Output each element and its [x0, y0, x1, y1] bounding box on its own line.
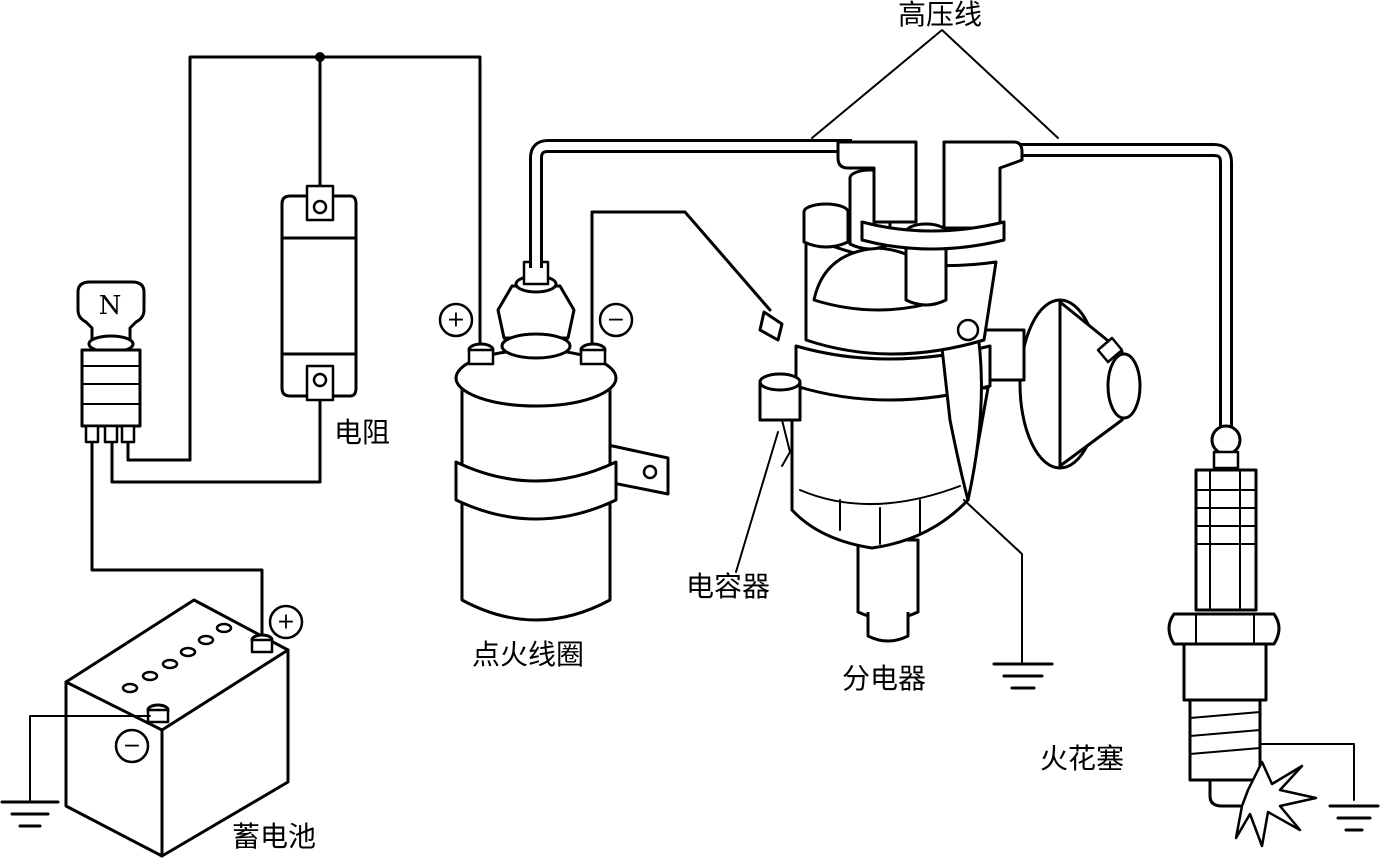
ignition-coil: + − 点火线圈: [438, 260, 670, 671]
low-voltage-wiring: [90, 52, 772, 642]
high-voltage-leader: [811, 29, 1059, 139]
switch-key: [76, 280, 146, 344]
switch-terminal: [103, 424, 119, 444]
wire-switch-to-coil-plus: [188, 55, 482, 462]
coil-tower: [496, 284, 576, 340]
spark-plug-hex-nut: [1167, 612, 1281, 646]
distributor-hv-boot-left: [836, 140, 918, 224]
resistor: 电阻: [280, 184, 390, 449]
resistor-body: [280, 194, 358, 398]
spark-plug-terminal-cap: [1210, 424, 1242, 456]
battery-minus-symbol: [114, 728, 150, 764]
distributor-clamp: [794, 344, 992, 402]
switch-terminal: [120, 424, 136, 444]
svg-text:−: −: [123, 734, 141, 759]
wire-switch-terminal: [126, 438, 192, 462]
capacitor-label: 电容器: [686, 570, 770, 603]
distributor: 分电器: [758, 140, 1024, 695]
switch-key-letter: N: [99, 291, 122, 321]
wire-battery-to-switch: [90, 438, 264, 642]
capacitor-leader: [735, 431, 779, 573]
battery: + − 蓄电池: [0, 598, 316, 858]
svg-text:−: −: [607, 308, 625, 333]
distributor-hv-boot-right: [942, 140, 1024, 230]
high-voltage-wires: 高压线: [529, 0, 1233, 432]
capacitor: 电容器: [686, 372, 802, 603]
spark-plug: 火花塞: [1040, 424, 1380, 848]
coil-plus-symbol: [438, 302, 474, 338]
switch-body: [80, 348, 142, 428]
vacuum-advance-unit: [976, 298, 1142, 470]
battery-body: [64, 598, 290, 858]
resistor-terminal-top: [305, 184, 335, 222]
wire-coil-minus-to-distributor: [590, 210, 772, 347]
spark-plug-ground-electrode: [1208, 778, 1242, 808]
wire-switch-to-resistor: [110, 396, 322, 484]
resistor-label: 电阻: [334, 416, 390, 449]
wire-junction-dot: [315, 52, 325, 62]
coil-minus-symbol: [598, 302, 634, 338]
svg-text:+: +: [277, 610, 295, 635]
svg-text:+: +: [447, 308, 465, 333]
coil-clamp-band: [454, 460, 618, 521]
battery-ground-wire: [29, 715, 151, 801]
distributor-ground: [963, 499, 1054, 690]
high-voltage-wire-label: 高压线: [898, 0, 982, 31]
spark-icon: [1234, 760, 1318, 848]
battery-plus-symbol: [268, 604, 304, 640]
switch-terminal: [84, 424, 100, 444]
ignition-switch: N: [76, 280, 146, 444]
battery-label: 蓄电池: [232, 820, 316, 853]
distributor-primary-terminal: [758, 310, 784, 342]
distributor-shaft-housing: [856, 538, 920, 621]
spark-plug-label: 火花塞: [1040, 742, 1124, 775]
distributor-label: 分电器: [842, 662, 926, 695]
ignition-coil-label: 点火线圈: [472, 638, 584, 671]
